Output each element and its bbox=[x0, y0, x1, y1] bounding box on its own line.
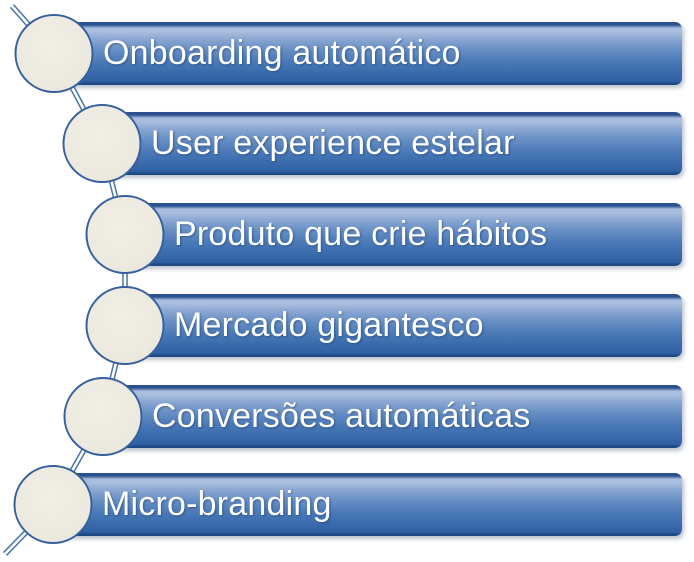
list-item-label: User experience estelar bbox=[151, 124, 515, 162]
connector-line bbox=[2, 4, 128, 556]
list-item-bar: Onboarding automático bbox=[54, 22, 682, 85]
list-item-label: Conversões automáticas bbox=[152, 397, 531, 435]
list-item-label: Micro-branding bbox=[102, 485, 332, 523]
list-item-bar: Micro-branding bbox=[53, 473, 682, 536]
list-item-bar: Mercado gigantesco bbox=[125, 294, 682, 357]
list-item-label: Mercado gigantesco bbox=[174, 306, 484, 344]
list-item-bar: Conversões automáticas bbox=[103, 385, 682, 448]
list-item-bar: Produto que crie hábitos bbox=[125, 203, 682, 266]
list-item-label: Onboarding automático bbox=[103, 34, 461, 72]
connector-line-core bbox=[4, 5, 127, 555]
list-item-label: Produto que crie hábitos bbox=[174, 215, 548, 253]
list-item-bar: User experience estelar bbox=[102, 112, 682, 175]
